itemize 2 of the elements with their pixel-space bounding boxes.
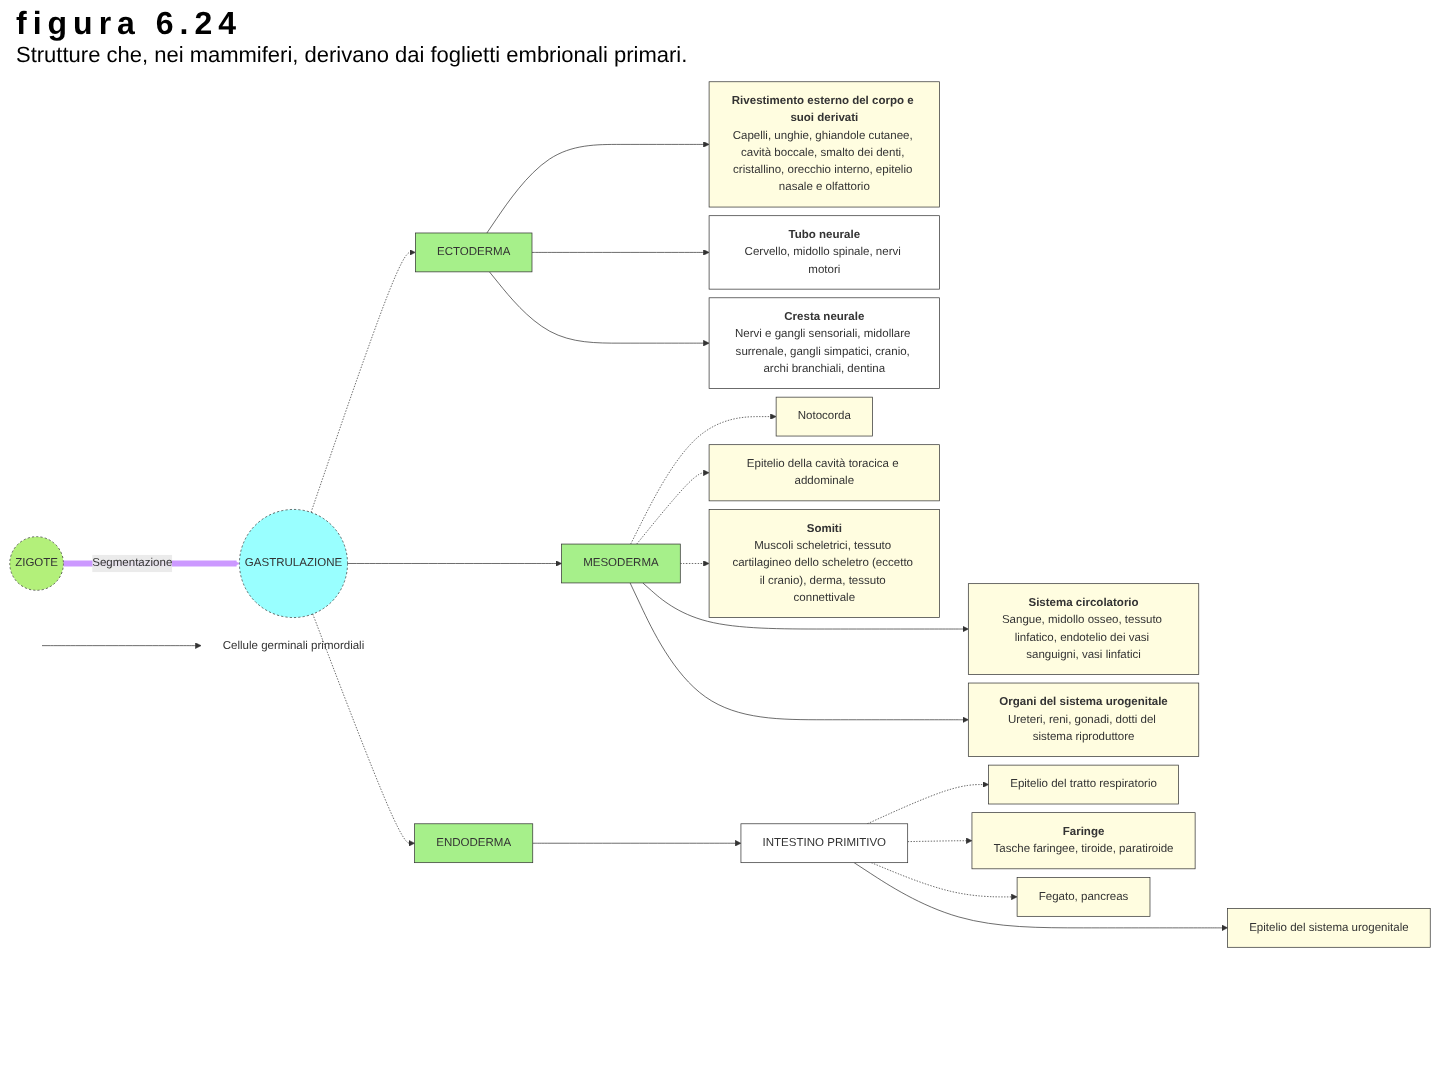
figure-caption: Strutture che, nei mammiferi, derivano dai foglietti embrionali primari. bbox=[16, 44, 690, 68]
figure-title: figura 6.24 bbox=[16, 8, 243, 44]
